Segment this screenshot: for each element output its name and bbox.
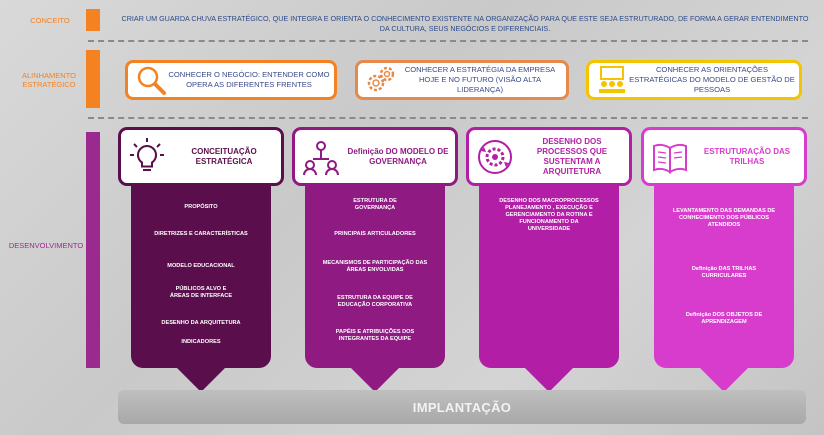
concept-text: CRIAR UM GUARDA CHUVA ESTRATÉGICO, QUE I… bbox=[121, 14, 809, 33]
column-item: ESTRUTURA DA EQUIPE DE EDUCAÇÃO CORPORAT… bbox=[337, 295, 413, 308]
arrow-down-1 bbox=[175, 366, 227, 392]
column-item: DESENHO DOS MACROPROCESSOS PLANEJAMENTO … bbox=[499, 198, 599, 232]
arrow-down-4 bbox=[698, 366, 750, 392]
alinhamento-bar bbox=[86, 50, 100, 108]
conceito-bar bbox=[86, 9, 100, 31]
alignment-text: CONHECER AS ORIENTAÇÕES ESTRATÉGICAS DO … bbox=[629, 65, 795, 94]
column-item: ESTRUTURA DE GOVERNANÇA bbox=[353, 198, 397, 211]
arrow-down-2 bbox=[349, 366, 401, 392]
alignment-box-estrategia: CONHECER A ESTRATÉGIA DA EMPRESA HOJE E … bbox=[355, 60, 569, 100]
column-item: INDICADORES bbox=[181, 339, 221, 345]
alignment-text: CONHECER A ESTRATÉGIA DA EMPRESA HOJE E … bbox=[404, 65, 556, 94]
column-item: DIRETRIZES E CARACTERÍSTICAS bbox=[154, 231, 248, 237]
row-label-alinhamento: ALINHAMENTO ESTRATÉGICO bbox=[21, 71, 77, 89]
column-item: PROPÓSITO bbox=[184, 204, 218, 210]
row-label-desenvolvimento: DESENVOLVIMENTO bbox=[8, 241, 84, 250]
alignment-box-negocio: CONHECER O NEGÓCIO: ENTENDER COMO OPERA … bbox=[125, 60, 337, 100]
development-header-2: Definição DO MODELO DE GOVERNANÇA bbox=[292, 127, 458, 186]
development-header-4: ESTRUTURAÇÃO DAS TRILHAS bbox=[641, 127, 807, 186]
magnifier-icon bbox=[137, 66, 166, 95]
row-label-conceito: CONCEITO bbox=[30, 16, 70, 25]
open-book-icon bbox=[653, 143, 687, 174]
arrow-down-3 bbox=[523, 366, 575, 392]
development-column-2: ESTRUTURA DE GOVERNANÇA PRINCIPAIS ARTIC… bbox=[305, 186, 445, 368]
alignment-box-pessoas: CONHECER AS ORIENTAÇÕES ESTRATÉGICAS DO … bbox=[586, 60, 802, 100]
development-title: ESTRUTURAÇÃO DAS TRILHAS bbox=[703, 146, 791, 166]
divider-1 bbox=[88, 40, 808, 42]
development-title: Definição DO MODELO DE GOVERNANÇA bbox=[347, 146, 449, 166]
column-item: PAPÉIS E ATRIBUIÇÕES DOS INTEGRANTES DA … bbox=[335, 329, 415, 342]
development-header-3: DESENHO DOS PROCESSOS QUE SUSTENTAM A AR… bbox=[466, 127, 632, 186]
process-gear-icon bbox=[478, 139, 512, 174]
implantacao-bar: IMPLANTAÇÃO bbox=[118, 390, 806, 424]
development-column-1: PROPÓSITO DIRETRIZES E CARACTERÍSTICAS M… bbox=[131, 186, 271, 368]
column-item: MECANISMOS DE PARTICIPAÇÃO DAS ÁREAS ENV… bbox=[322, 260, 428, 273]
column-item: PÚBLICOS ALVO E ÁREAS DE INTERFACE bbox=[169, 286, 233, 299]
development-title: CONCEITUAÇÃO ESTRATÉGICA bbox=[191, 146, 257, 166]
development-column-3: DESENHO DOS MACROPROCESSOS PLANEJAMENTO … bbox=[479, 186, 619, 368]
team-meeting-icon bbox=[599, 66, 625, 93]
development-title: DESENHO DOS PROCESSOS QUE SUSTENTAM A AR… bbox=[536, 136, 608, 176]
lightbulb-icon bbox=[130, 137, 164, 171]
alignment-text: CONHECER O NEGÓCIO: ENTENDER COMO OPERA … bbox=[168, 70, 330, 89]
development-header-1: CONCEITUAÇÃO ESTRATÉGICA bbox=[118, 127, 284, 186]
column-item: LEVANTAMENTO DAS DEMANDAS DE CONHECIMENT… bbox=[672, 208, 776, 228]
column-item: Definição DAS TRILHAS CURRICULARES bbox=[691, 266, 757, 279]
column-item: PRINCIPAIS ARTICULADORES bbox=[334, 231, 416, 237]
gears-icon bbox=[367, 66, 395, 92]
column-item: DESENHO DA ARQUITETURA bbox=[161, 320, 241, 326]
desenvolvimento-bar bbox=[86, 132, 100, 368]
network-people-icon bbox=[303, 140, 339, 175]
divider-2 bbox=[88, 117, 808, 119]
development-column-4: LEVANTAMENTO DAS DEMANDAS DE CONHECIMENT… bbox=[654, 186, 794, 368]
column-item: Definição DOS OBJETOS DE APRENDIZAGEM bbox=[685, 312, 763, 325]
column-item: MODELO EDUCACIONAL bbox=[167, 263, 235, 269]
